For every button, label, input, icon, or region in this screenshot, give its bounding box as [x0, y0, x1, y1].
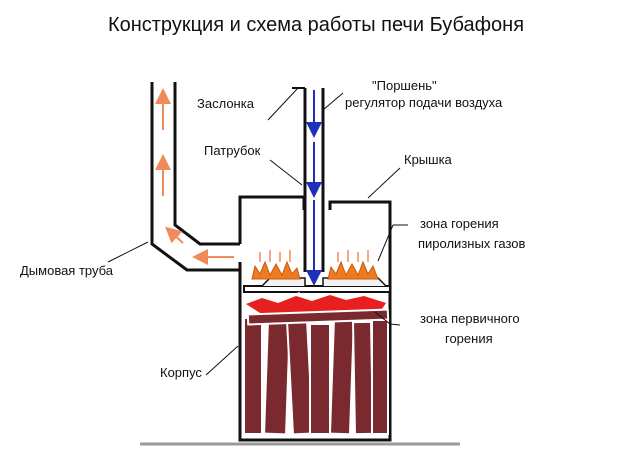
label-porshen-desc: регулятор подачи воздуха — [345, 95, 503, 110]
wood-logs — [243, 308, 390, 436]
label-zaslonka: Заслонка — [197, 96, 255, 111]
label-kryshka: Крышка — [404, 152, 453, 167]
piston-plate — [243, 277, 391, 293]
label-chimney: Дымовая труба — [20, 263, 114, 278]
label-primary-zone-2: горения — [445, 331, 493, 346]
label-gas-zone-2: пиролизных газов — [418, 236, 526, 251]
label-porshen: "Поршень" — [372, 78, 437, 93]
label-primary-zone-1: зона первичного — [420, 311, 520, 326]
gas-flames — [251, 250, 379, 280]
chimney-pipe — [150, 82, 240, 272]
label-gas-zone-1: зона горения — [420, 216, 499, 231]
leader-lines — [107, 87, 408, 376]
label-korpus: Корпус — [160, 365, 202, 380]
diagram-title: Конструкция и схема работы печи Бубафоня — [108, 14, 524, 36]
smoke-flow-arrows — [155, 88, 234, 265]
label-patrubok: Патрубок — [204, 143, 261, 158]
piston-tube — [292, 87, 325, 272]
